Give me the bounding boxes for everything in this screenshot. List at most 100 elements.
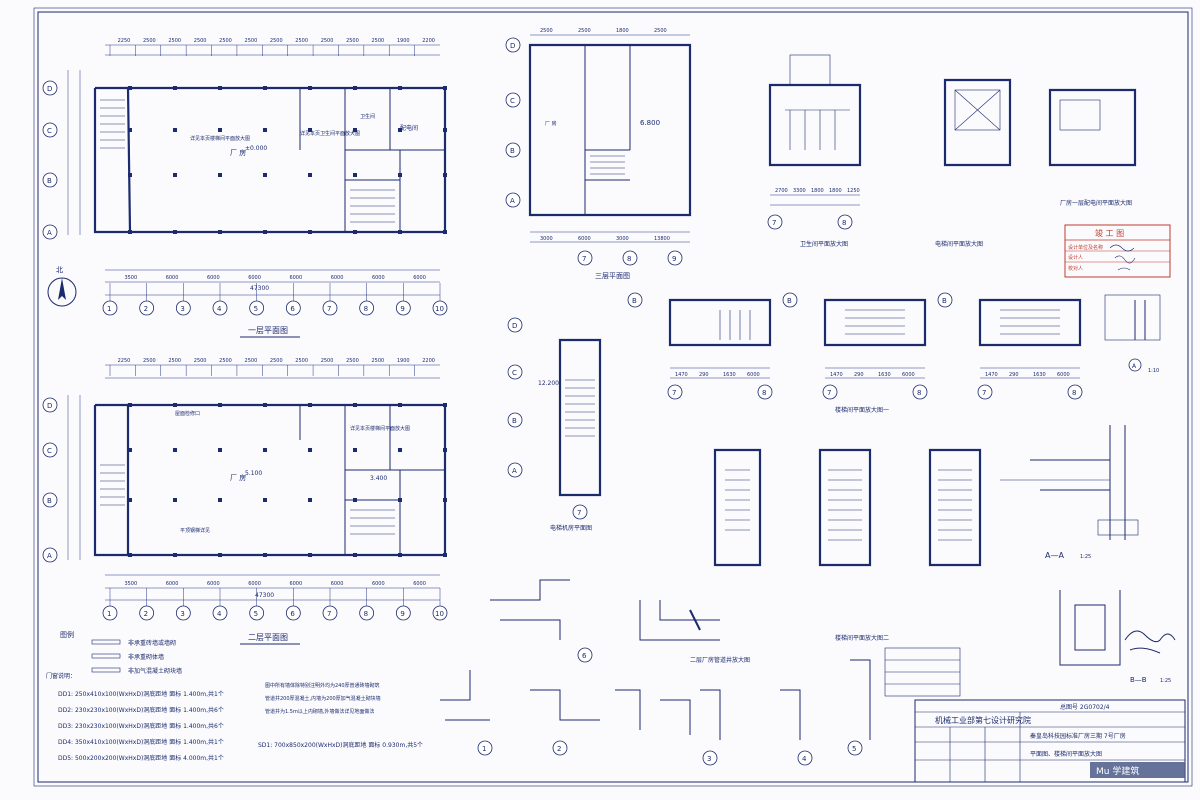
bottom-dim-text: 6000 (289, 275, 302, 281)
axis-bubble-2-label: 2 (144, 305, 148, 313)
column-mark (128, 173, 132, 177)
column-mark (308, 403, 312, 407)
machine-room-walls (558, 338, 602, 497)
plan2-elevation: 5.100 (245, 470, 262, 477)
column-mark (128, 403, 132, 407)
column-mark (443, 403, 447, 407)
detail-bubble-3-label: 3 (707, 755, 711, 763)
toilet-dim-text: 1250 (847, 188, 860, 194)
sheet-title: 平面图、楼梯间平面放大图 (1030, 750, 1102, 758)
plan1-note-b: 详见本页卫生间平面放大图 (300, 130, 360, 137)
plan3-outer-wall (528, 43, 692, 217)
distribution-room-plan: 厂房一层配电间平面放大图 (1048, 88, 1137, 207)
plan2-partitions (299, 405, 445, 555)
column-mark (128, 448, 132, 452)
plan3-axis-8-circle (622, 250, 638, 266)
top-dim-text: 2500 (321, 358, 334, 364)
column-mark (443, 498, 447, 502)
stair-vertical-plans: 楼梯间平面放大图二 (713, 448, 982, 642)
top-dim-text: 2500 (245, 38, 258, 44)
bottom-dim-text: 6000 (289, 581, 302, 587)
letter-bubble-D-label: D (47, 402, 52, 410)
legend-title: 图例 (60, 630, 74, 639)
letter-bubble-C-circle (42, 442, 58, 458)
axis-bubble-3-label: 3 (180, 610, 184, 618)
column-mark (218, 403, 222, 407)
plan1-factory-label: 厂 房 (230, 148, 246, 157)
plan3-title: 三层平面图 (595, 272, 630, 280)
plan2-total-dim: 47300 (255, 592, 274, 599)
axis-bubble-8-label: 8 (364, 610, 368, 618)
column-mark (398, 553, 402, 557)
top-dim-text: 2500 (194, 38, 207, 44)
plan3-bottom-dim-text: 13800 (654, 236, 670, 242)
axis-bubble-4-circle (212, 300, 228, 316)
legend-item-2: 非承重砌体墙 (128, 653, 164, 661)
detail-bubble-5-label: 5 (852, 745, 856, 753)
stair-axis-8-0-circle (757, 384, 773, 400)
column-mark (308, 128, 312, 132)
stair-axis-7-1-label: 7 (827, 389, 831, 397)
plan3-letter-B-circle (505, 142, 521, 158)
bottom-dim-text: 6000 (166, 581, 179, 587)
stair-v-1 (713, 448, 762, 567)
column-mark (218, 173, 222, 177)
axis-bubble-6-label: 6 (290, 610, 295, 618)
sheet-border (37, 11, 1189, 783)
machine-letter-B-label: B (512, 417, 517, 425)
plan3-letter-A-circle (505, 192, 521, 208)
axis-bubble-9-circle (395, 300, 411, 316)
machine-letter-A-circle (507, 462, 523, 478)
title-block: 总图号 2G0702/4 机械工业部第七设计研究院 秦皇岛科技园标准厂房三期 7… (884, 647, 1186, 783)
column-mark (398, 498, 402, 502)
column-mark (308, 498, 312, 502)
column-mark (173, 553, 177, 557)
bottom-dim-text: 6000 (372, 275, 385, 281)
axis-bubble-5-label: 5 (254, 305, 258, 313)
stamp-line-1: 设计单位及名称 (1068, 244, 1103, 251)
column-mark (443, 128, 447, 132)
plan1-outer-wall (126, 86, 447, 234)
plan3-top-dim-text: 2500 (654, 28, 667, 34)
letter-bubble-D-label: D (47, 85, 52, 93)
machine-letter-C-circle (507, 364, 523, 380)
axis-bubble-9-label: 9 (400, 610, 404, 618)
plan1-room-power: 配电间 (400, 124, 418, 132)
column-mark (218, 498, 222, 502)
stair-axis-7-1-circle (822, 384, 838, 400)
stair-plan-2 (823, 298, 927, 379)
column-mark (353, 86, 357, 90)
plan2-note-d: 平顶钢梯详见 (180, 527, 210, 534)
section-bb-scale: 1:25 (1160, 678, 1171, 684)
plan1-stair (100, 99, 125, 149)
top-dim-text: 2500 (371, 358, 384, 364)
distribution-title: 厂房一层配电间平面放大图 (1060, 199, 1132, 207)
column-mark (398, 448, 402, 452)
elevator-cab-cross (954, 89, 1001, 131)
column-mark (173, 173, 177, 177)
plan1-room-toilet: 卫生间 (360, 113, 375, 120)
toilet-axis-7-label: 7 (772, 219, 776, 227)
plan3-axis-8-label: 8 (627, 255, 631, 263)
legend-item-1: 非承重砖墙或墙砌 (128, 639, 176, 647)
axis-bubble-6-label: 6 (290, 305, 295, 313)
column-mark (353, 128, 357, 132)
toilet-dim-text: 1800 (829, 188, 842, 194)
top-dim-text: 2200 (422, 358, 435, 364)
plan3-axis-7-label: 7 (582, 255, 586, 263)
plan1-note-a: 详见本页楼梯间平面放大图 (190, 135, 250, 142)
column-mark (398, 403, 402, 407)
detail-bubble-1-circle (477, 740, 493, 756)
axis-bubble-10-circle (432, 605, 448, 621)
column-mark (263, 448, 267, 452)
stamp-signatures (1109, 244, 1136, 271)
column-mark (263, 403, 267, 407)
